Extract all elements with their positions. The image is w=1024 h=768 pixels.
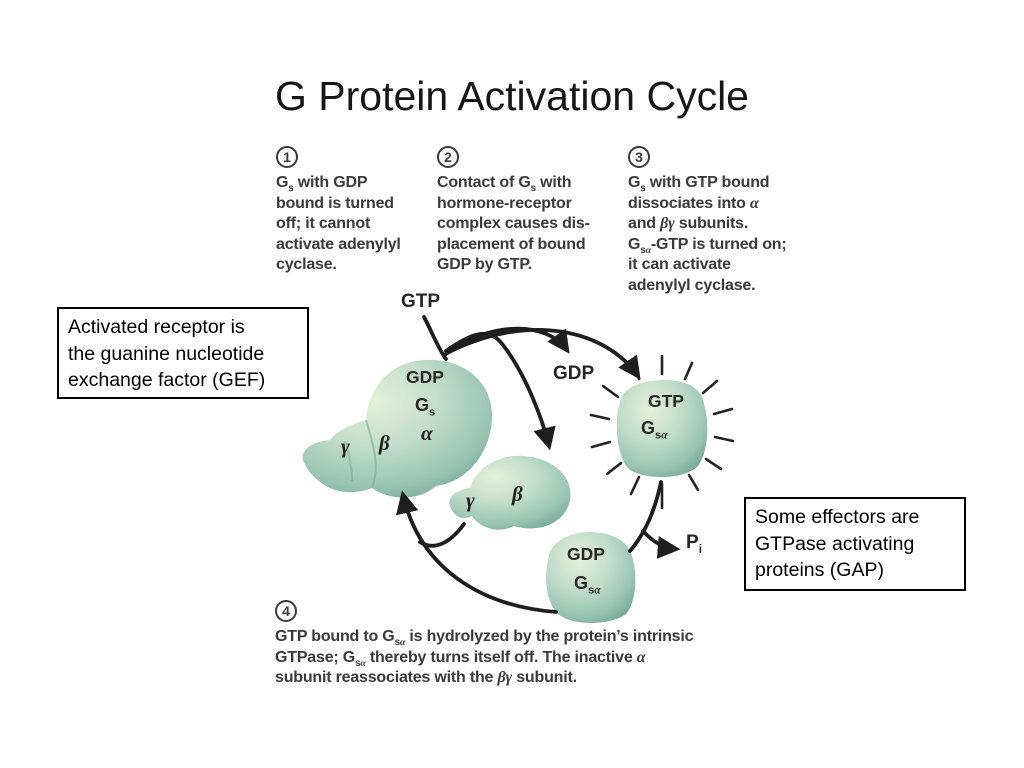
step-4-number: 4 [275, 600, 297, 622]
step-1-number: 1 [276, 146, 298, 168]
gs-alpha-gdp-g: G [574, 573, 589, 593]
beta-gamma-blob [449, 455, 571, 530]
arrow-gtp-in [422, 315, 448, 361]
step-3-number: 3 [628, 146, 650, 168]
arrow-reassociation-beta-gamma [418, 522, 466, 548]
step-4-text: GTP bound to Gsα is hydrolyzed by the pr… [275, 628, 694, 686]
arrow-beta-gamma-dissociation [444, 331, 556, 451]
gs-alpha-gdp-sub-s: s [588, 584, 595, 597]
beta-gamma-beta-label: β [512, 482, 523, 506]
gs-alpha-gdp-g-label: Gsα [574, 573, 601, 597]
gdp-free-label: GDP [553, 363, 595, 384]
trimer-blob [302, 359, 493, 498]
arrow-activation [447, 328, 641, 380]
pi-sub: i [698, 542, 702, 556]
slide-title: G Protein Activation Cycle [275, 73, 749, 119]
trimer-gamma-label: γ [341, 434, 350, 458]
step-4-annotation: 4 GTP bound to Gsα is hydrolyzed by the … [275, 600, 780, 689]
gs-alpha-gtp-sub-alpha: α [661, 429, 668, 442]
trimer-gs-label: Gs [415, 395, 436, 419]
gs-alpha-gdp-blob [546, 532, 636, 623]
arrow-pi-release [641, 529, 681, 559]
gs-alpha-gtp-g-label: Gsα [641, 418, 668, 442]
gs-alpha-gtp-g: G [641, 418, 656, 438]
gs-alpha-gtp-sub-s: s [655, 429, 662, 442]
trimer-gdp-label: GDP [406, 367, 444, 387]
trimer-g: G [415, 395, 430, 415]
arrow-hydrolysis [628, 480, 663, 553]
trimer-alpha-label: α [421, 421, 433, 445]
trimer-seam [344, 419, 377, 489]
gs-alpha-gdp-nucleotide-label: GDP [567, 544, 605, 564]
pi-label: Pi [686, 532, 702, 556]
arrow-reassociation-gdp [396, 490, 558, 614]
gs-alpha-gdp-sub-alpha: α [594, 584, 601, 597]
pi-main: P [686, 532, 699, 553]
gs-alpha-gtp-blob [616, 380, 708, 478]
trimer-g-sub: s [429, 406, 436, 419]
trimer-beta-label: β [379, 431, 390, 455]
gtp-free-label: GTP [401, 291, 441, 312]
arrow-gdp-out [444, 326, 570, 356]
gs-alpha-gtp-nucleotide-label: GTP [648, 391, 684, 411]
beta-gamma-gamma-label: γ [466, 488, 475, 512]
step-2-number: 2 [437, 146, 459, 168]
